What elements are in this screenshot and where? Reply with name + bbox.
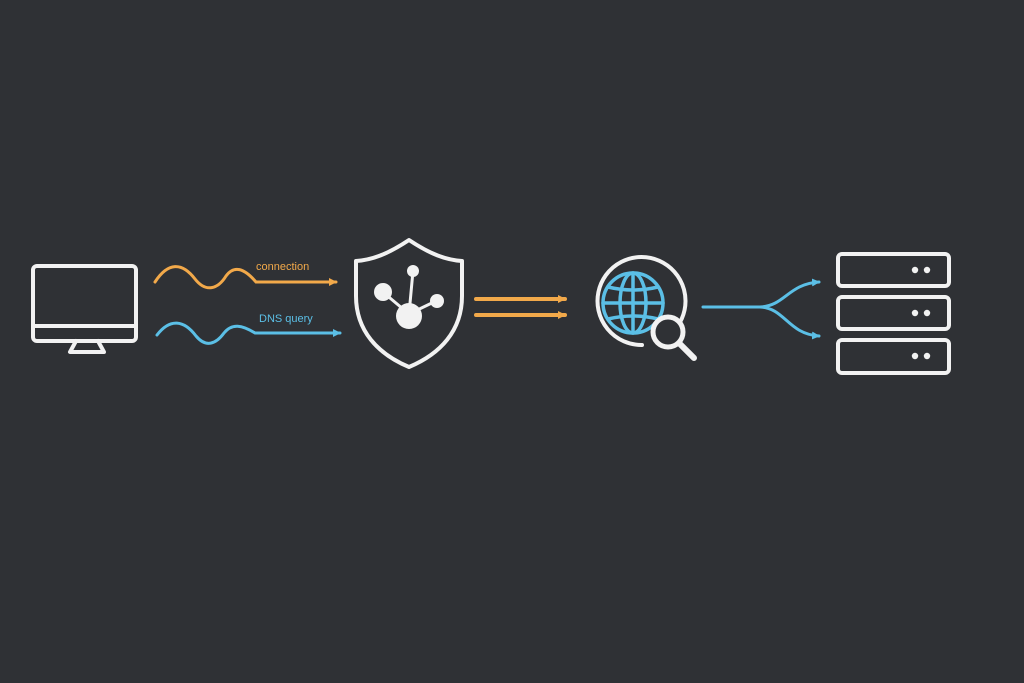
dns-query-label: DNS query bbox=[259, 313, 313, 325]
desktop-monitor-icon bbox=[31, 264, 138, 354]
fork-edge bbox=[701, 278, 821, 340]
server-indicator-lights bbox=[911, 266, 931, 360]
double-arrow-edge bbox=[474, 295, 567, 319]
shield-network-icon bbox=[354, 238, 464, 369]
dns-query-wave-line bbox=[155, 321, 342, 345]
connection-edge: connection bbox=[153, 261, 338, 290]
connection-wave-line bbox=[153, 265, 338, 290]
server-rack-icon bbox=[836, 252, 951, 375]
connection-label: connection bbox=[256, 261, 309, 273]
server-unit bbox=[836, 338, 951, 375]
server-unit bbox=[836, 252, 951, 288]
dns-query-edge: DNS query bbox=[155, 313, 342, 345]
globe-search-icon bbox=[595, 255, 697, 361]
magnifier-icon bbox=[650, 314, 697, 361]
server-unit bbox=[836, 295, 951, 331]
